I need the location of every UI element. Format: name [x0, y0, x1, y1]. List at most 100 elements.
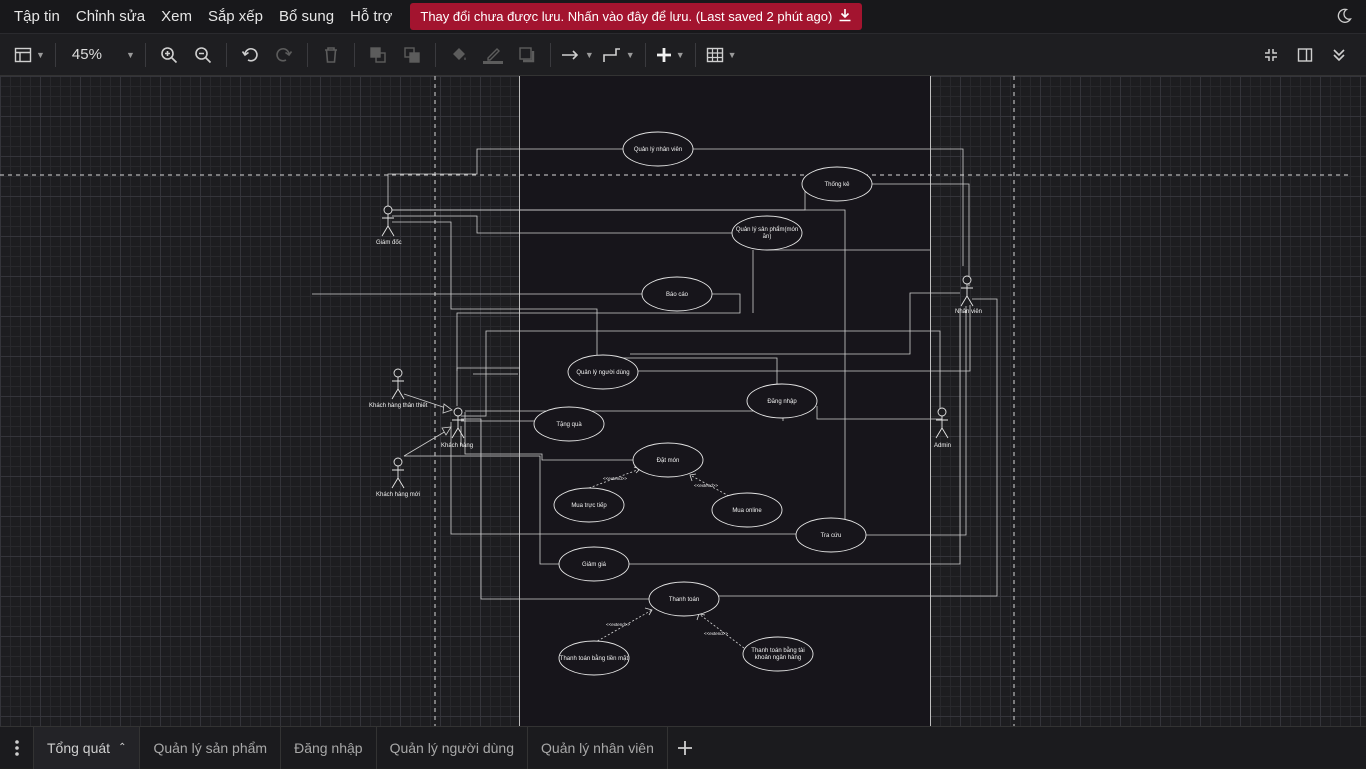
tab-quan-ly-san-pham[interactable]: Quản lý sản phẩm [140, 726, 282, 769]
usecase-mua-truc-tiep[interactable] [553, 487, 625, 523]
usecase-dat-mon[interactable] [632, 442, 704, 478]
menu-edit[interactable]: Chỉnh sửa [75, 8, 146, 25]
usecase-label: Đăng nhập [767, 399, 797, 405]
table-icon [706, 47, 723, 62]
tab-label: Tổng quát [47, 739, 111, 756]
extend-labels: <<extend>> <<extend>> <<extend>> <<exten… [603, 476, 728, 636]
trash-icon [324, 46, 337, 63]
tab-quan-ly-nhan-vien[interactable]: Quản lý nhân viên [528, 726, 668, 769]
delete-button[interactable] [318, 39, 344, 71]
actor-admin[interactable] [935, 407, 949, 439]
actor-giam-doc[interactable] [381, 205, 395, 237]
usecase-quan-ly-nguoi-dung[interactable] [567, 354, 639, 390]
tab-quan-ly-nguoi-dung[interactable]: Quản lý người dùng [377, 726, 529, 769]
usecase-thanh-toan-tien-mat[interactable] [558, 640, 630, 676]
format-toggle-button[interactable] [1292, 39, 1318, 71]
actor-label: Khách hàng thân thiết [369, 403, 428, 409]
usecase-quan-ly-nhan-vien[interactable] [622, 131, 694, 167]
undo-button[interactable] [237, 39, 263, 71]
extend-label: <<extend>> [704, 631, 728, 636]
usecase-dang-nhap[interactable] [746, 383, 818, 419]
menu-extras[interactable]: Bổ sung [279, 8, 335, 25]
line-color-button[interactable] [480, 39, 506, 71]
generalization-arrows [403, 393, 453, 457]
chevron-down-icon: ▼ [36, 49, 45, 60]
toolbar-divider [306, 42, 308, 67]
tab-dang-nhap[interactable]: Đăng nhập [281, 726, 377, 769]
toolbar-divider [225, 42, 227, 67]
zoom-out-button[interactable] [190, 39, 216, 71]
actor-khach-hang[interactable] [451, 407, 465, 439]
shadow-button[interactable] [514, 39, 540, 71]
tab-label: Quản lý người dùng [389, 739, 515, 756]
waypoints-button[interactable]: ▼ [602, 39, 635, 71]
tab-label: Đăng nhập [294, 739, 363, 756]
actor-nhan-vien[interactable] [960, 275, 974, 307]
diagram-canvas[interactable]: <<extend>> <<extend>> <<extend>> <<exten… [0, 76, 1366, 726]
chevron-down-icon: ▼ [584, 49, 594, 60]
actor-labels: Giám đốc Nhân viên Admin Khách hàng Khác… [369, 240, 982, 498]
menu-help[interactable]: Hỗ trợ [350, 8, 393, 25]
menu-bar: Tập tin Chỉnh sửa Xem Sắp xếp Bổ sung Hỗ… [0, 0, 1366, 34]
to-front-button[interactable] [365, 39, 391, 71]
arrow-right-icon [561, 49, 579, 60]
add-page-button[interactable] [668, 727, 702, 769]
tab-label: Quản lý sản phẩm [153, 739, 268, 756]
to-front-icon [370, 46, 386, 63]
download-icon [838, 8, 852, 25]
actors [381, 205, 974, 489]
chevron-down-icon: ▼ [125, 49, 135, 60]
usecase-label: Đặt món [657, 458, 680, 464]
zoom-in-button[interactable] [156, 39, 182, 71]
extend-label: <<extend>> [606, 622, 630, 627]
to-back-icon [404, 46, 420, 63]
actor-khach-hang-moi[interactable] [391, 457, 405, 489]
collapse-toolbar-button[interactable] [1326, 39, 1352, 71]
usecase-label: ăn) [763, 234, 772, 240]
association-lines [312, 148, 998, 600]
usecase-thong-ke[interactable] [801, 166, 873, 202]
extend-label: <<extend>> [694, 483, 718, 488]
unsaved-changes-banner[interactable]: Thay đổi chưa được lưu. Nhấn vào đây để … [410, 3, 863, 30]
shadow-icon [519, 46, 535, 62]
actor-khach-hang-than-thiet[interactable] [391, 368, 405, 400]
usecase-label: Thống kê [824, 182, 850, 188]
usecase-label: khoản ngân hàng [755, 655, 801, 661]
connection-style-button[interactable]: ▼ [561, 39, 594, 71]
menu-view[interactable]: Xem [161, 8, 192, 25]
insert-button[interactable]: ▼ [656, 39, 685, 71]
actor-label: Nhân viên [955, 309, 982, 315]
table-button[interactable]: ▼ [706, 39, 737, 71]
tab-tong-quat[interactable]: Tổng quát ⌃ [34, 726, 141, 769]
usecase-tang-qua[interactable] [533, 406, 605, 442]
toolbar-divider [694, 42, 696, 67]
zoom-level: 45% [71, 46, 102, 63]
fullscreen-button[interactable] [1258, 39, 1284, 71]
toolbar-divider [353, 42, 355, 67]
unsaved-changes-text: Thay đổi chưa được lưu. Nhấn vào đây để … [420, 9, 833, 24]
usecase-mua-online[interactable] [711, 492, 783, 528]
fill-bucket-icon [452, 47, 466, 60]
plus-icon [677, 740, 692, 755]
pages-menu-button[interactable] [0, 726, 34, 769]
menu-file[interactable]: Tập tin [14, 8, 60, 25]
menu-arrange[interactable]: Sắp xếp [207, 8, 263, 25]
sidebar-icon [1297, 47, 1313, 62]
usecase-thanh-toan[interactable] [648, 581, 720, 617]
chevron-up-icon[interactable]: ⌃ [118, 742, 127, 753]
usecase-giam-gia[interactable] [558, 546, 630, 582]
format-panel-button[interactable]: ▼ [14, 39, 45, 71]
to-back-button[interactable] [399, 39, 425, 71]
page-tabs: Tổng quát ⌃ Quản lý sản phẩm Đăng nhập Q… [0, 726, 1366, 769]
chevron-down-icon: ▼ [675, 49, 685, 60]
usecase-tra-cuu[interactable] [795, 517, 867, 553]
fill-color-button[interactable] [446, 39, 472, 71]
redo-button[interactable] [271, 39, 297, 71]
zoom-out-icon [195, 46, 211, 63]
dark-mode-toggle-icon[interactable] [1334, 6, 1354, 26]
usecase-label: Tra cứu [821, 533, 842, 539]
usecase-thanh-toan-tai-khoan[interactable] [742, 636, 814, 672]
usecase-quan-ly-san-pham[interactable] [731, 215, 803, 251]
usecase-bao-cao[interactable] [641, 276, 713, 312]
zoom-select[interactable]: 45% ▼ [66, 39, 135, 71]
